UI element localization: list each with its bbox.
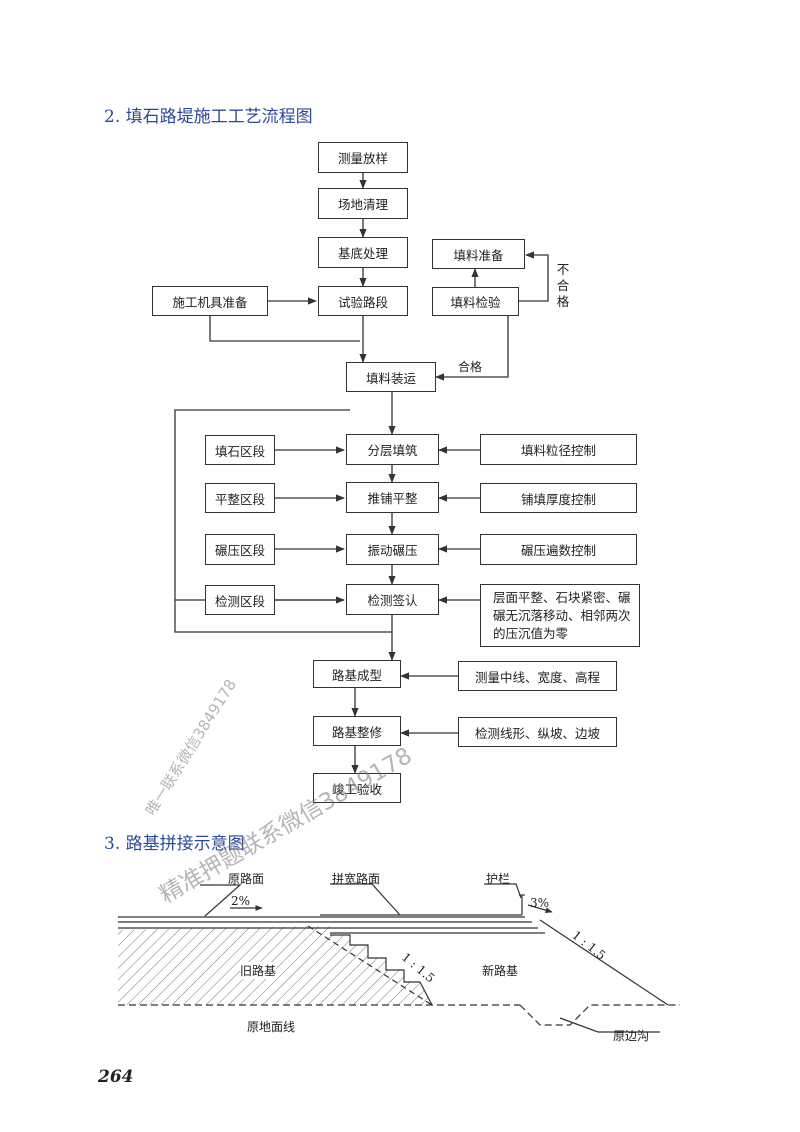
zone-fill-box: 填石区段 bbox=[205, 435, 275, 465]
subgrade-formed-box: 路基成型 bbox=[313, 660, 401, 688]
spread-level-box: 推铺平整 bbox=[346, 482, 439, 513]
survey-box: 测量放样 bbox=[318, 142, 408, 173]
survey-centerline-box: 测量中线、宽度、高程 bbox=[458, 661, 617, 691]
fill-transport-box: 填料装运 bbox=[346, 362, 436, 392]
page-number: 264 bbox=[98, 1067, 134, 1087]
base-treatment-box: 基底处理 bbox=[318, 237, 408, 268]
old-surface-label: 原路面 bbox=[228, 872, 265, 886]
inspect-sign-box: 检测签认 bbox=[346, 584, 439, 615]
check-alignment-box: 检测线形、纵坡、边坡 bbox=[458, 717, 617, 747]
side-ditch-label: 原边沟 bbox=[613, 1029, 650, 1043]
passes-control-box: 碾压遍数控制 bbox=[480, 534, 637, 565]
grain-control-box: 填料粒径控制 bbox=[480, 434, 637, 465]
guardrail-label: 护栏 bbox=[486, 872, 511, 886]
thickness-control-box: 铺填厚度控制 bbox=[480, 483, 637, 513]
subgrade-trim-box: 路基整修 bbox=[313, 716, 401, 746]
slope-3-label: 3% bbox=[530, 896, 550, 910]
fill-check-box: 填料检验 bbox=[432, 287, 519, 316]
criteria-box: 层面平整、石块紧密、碾碾无沉落移动、相邻两次的压沉值为零 bbox=[480, 584, 640, 647]
completion-accept-box: 竣工验收 bbox=[313, 773, 401, 803]
cross-section-title: 3. 路基拼接示意图 bbox=[104, 834, 245, 854]
trial-section-box: 试验路段 bbox=[318, 286, 408, 316]
new-subgrade-label: 新路基 bbox=[482, 964, 519, 978]
not-qualified-label: 不合格 bbox=[556, 262, 570, 309]
zone-check-box: 检测区段 bbox=[205, 585, 275, 615]
widen-surface-label: 拼宽路面 bbox=[332, 872, 381, 886]
qualified-label: 合格 bbox=[458, 360, 483, 374]
zone-level-box: 平整区段 bbox=[205, 483, 275, 513]
flowchart-title: 2. 填石路堤施工工艺流程图 bbox=[104, 107, 313, 127]
clear-site-box: 场地清理 bbox=[318, 188, 408, 219]
old-subgrade-label: 旧路基 bbox=[240, 962, 277, 979]
layer-fill-box: 分层填筑 bbox=[346, 434, 439, 465]
machine-prep-box: 施工机具准备 bbox=[152, 286, 268, 316]
zone-roll-box: 碾压区段 bbox=[205, 534, 275, 565]
fill-prep-box: 填料准备 bbox=[432, 239, 525, 269]
ground-line-label: 原地面线 bbox=[247, 1020, 296, 1034]
slope-2-label: 2% bbox=[231, 894, 251, 908]
vibro-roll-box: 振动碾压 bbox=[346, 534, 439, 565]
